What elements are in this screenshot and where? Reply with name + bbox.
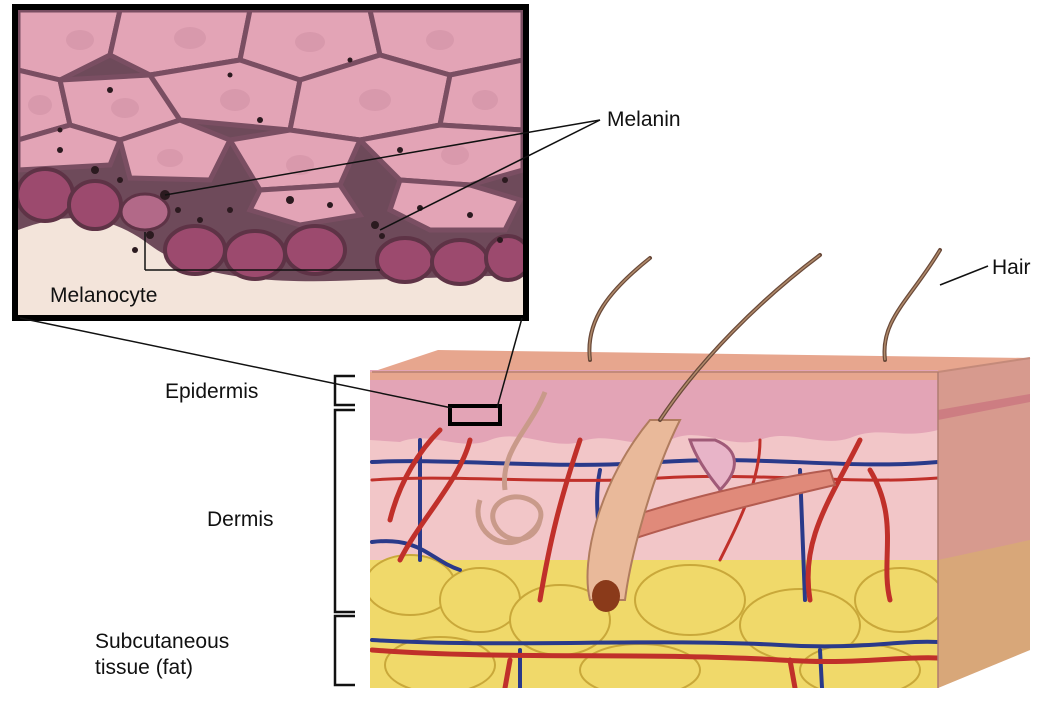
label-subcutaneous-line1: Subcutaneous: [95, 629, 229, 655]
label-subcutaneous-line2: tissue (fat): [95, 655, 229, 681]
epidermis-bracket: [335, 376, 355, 405]
inset-magnification: [15, 7, 530, 318]
dermis-bracket: [335, 410, 355, 612]
magnification-box: [450, 406, 500, 424]
melanocyte-cell: [121, 194, 169, 230]
label-dermis: Dermis: [207, 508, 274, 532]
label-melanin: Melanin: [607, 108, 681, 132]
label-subcutaneous: Subcutaneous tissue (fat): [95, 629, 229, 681]
subcutaneous-bracket: [335, 616, 355, 685]
label-melanocyte: Melanocyte: [50, 284, 157, 308]
label-hair: Hair: [992, 256, 1031, 280]
layer-brackets: [335, 376, 355, 685]
label-epidermis: Epidermis: [165, 380, 258, 404]
fat-layer: [365, 555, 945, 696]
